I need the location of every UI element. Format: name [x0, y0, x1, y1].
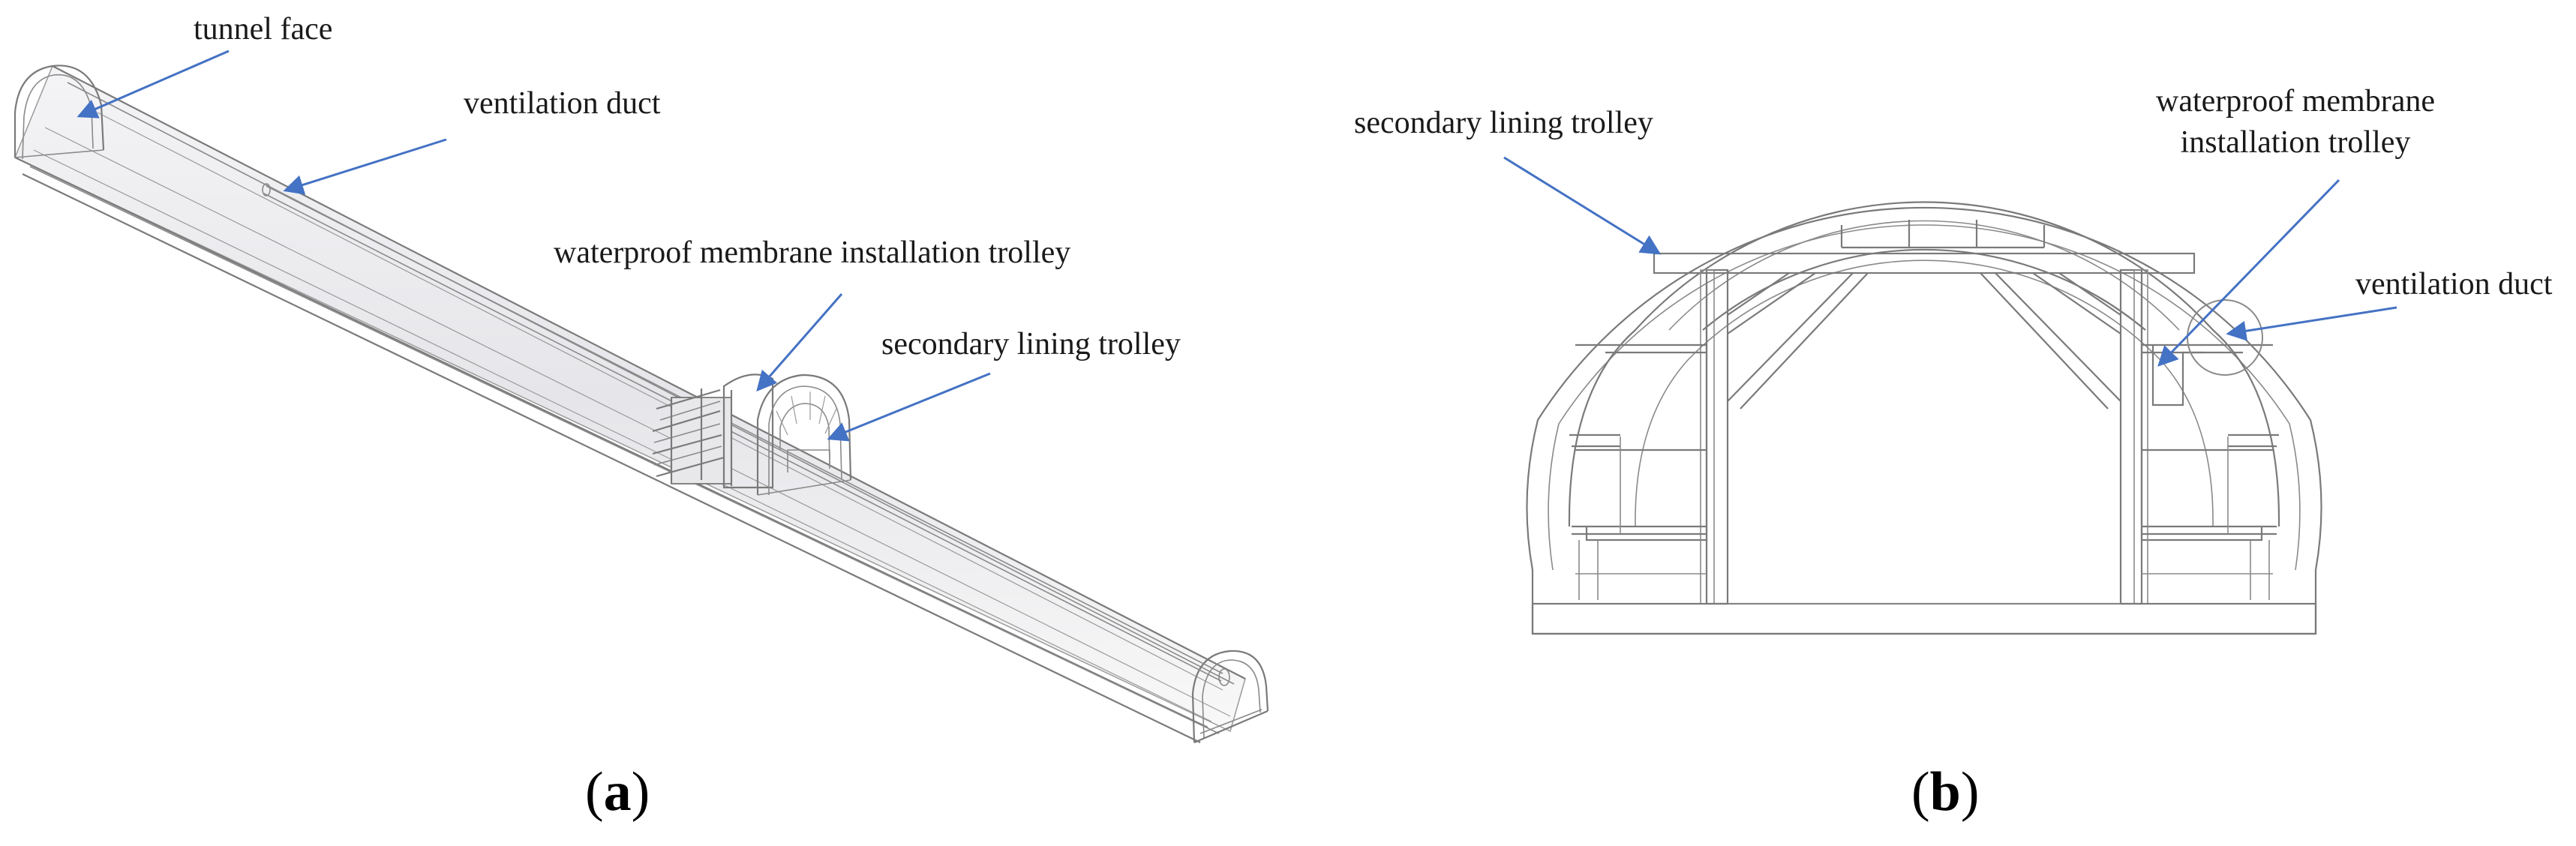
label-lining-trolley-a: secondary lining trolley	[881, 327, 1181, 362]
label-waterproof-trolley-a: waterproof membrane installation trolley	[554, 236, 1070, 270]
ventilation-duct-pipe	[266, 185, 1223, 674]
label-ventilation-duct-b: ventilation duct	[2355, 267, 2553, 302]
arrow-ventilation-duct-a	[283, 138, 447, 195]
arrow-tunnel-face	[77, 50, 230, 118]
tunnel-face-portal	[14, 64, 105, 158]
panel-b-cross-section	[1526, 201, 2322, 635]
arrow-lining-trolley-a	[827, 372, 991, 442]
caption-b: (b)	[1911, 761, 1979, 823]
arrow-waterproof-trolley-a	[756, 293, 843, 392]
tunnel-near-portal	[1191, 650, 1269, 743]
lining-trolley-3d	[756, 374, 852, 496]
waterproof-trolley-3d	[652, 374, 774, 489]
waterproof-trolley-bracket	[2151, 345, 2205, 406]
panel-a-tunnel-drawing	[14, 64, 1269, 744]
label-lining-trolley-b: secondary lining trolley	[1354, 106, 1653, 140]
arrow-lining-trolley-b	[1503, 156, 1662, 255]
ventilation-duct-circle	[2187, 299, 2263, 376]
label-ventilation-duct-a: ventilation duct	[464, 86, 661, 121]
caption-a: (a)	[585, 761, 650, 823]
label-waterproof-trolley-b-line2: installation trolley	[2181, 125, 2411, 160]
tunnel-outer-profile	[1526, 206, 2322, 635]
label-waterproof-trolley-b-line1: waterproof membrane	[2156, 84, 2435, 118]
arrow-waterproof-trolley-b	[2157, 178, 2340, 367]
label-tunnel-face: tunnel face	[194, 12, 332, 46]
arrow-ventilation-duct-b	[2226, 306, 2397, 341]
tunnel-tube-body	[14, 64, 1246, 733]
